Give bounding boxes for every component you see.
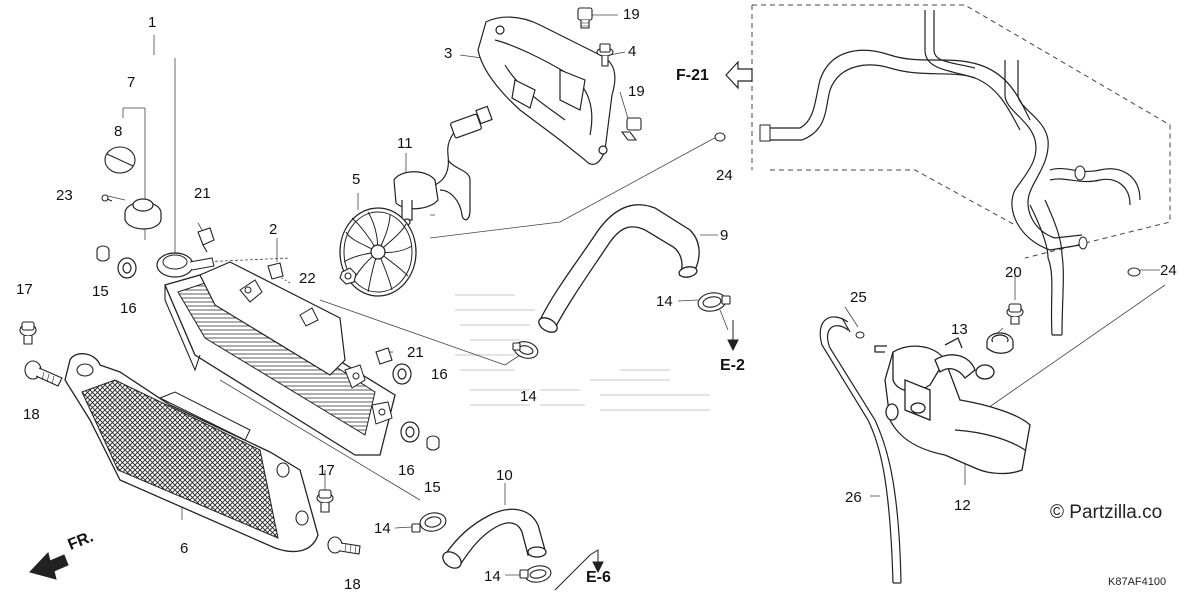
faint-background-watermark	[455, 294, 710, 411]
bolt-19-lower	[620, 117, 642, 141]
callout-6: 6	[180, 540, 189, 557]
grommet-15-upper	[96, 245, 110, 262]
clip-21-top	[197, 227, 215, 253]
grommet-16-upper	[117, 257, 137, 279]
clamp-14-lower-b	[519, 565, 552, 583]
callout-24-upper: 24	[716, 167, 733, 184]
callout-15-upper: 15	[92, 283, 109, 300]
callout-7: 7	[127, 74, 136, 91]
callout-9: 9	[720, 227, 729, 244]
callout-17-bottom: 17	[318, 462, 335, 479]
callout-17-left: 17	[16, 281, 33, 298]
routing-hoses	[762, 10, 1141, 336]
callout-18-bottom: 18	[344, 576, 361, 593]
bolt-19-top	[577, 7, 593, 29]
callout-14-lower-b: 14	[484, 568, 501, 585]
callout-20: 20	[1005, 264, 1022, 281]
callout-12: 12	[954, 497, 971, 514]
grommet-16-lower	[400, 421, 420, 443]
front-arrow-icon	[29, 551, 69, 580]
reserve-tank-part-12	[874, 337, 1031, 475]
bolt-20	[1006, 303, 1024, 325]
clamp-14-mid	[512, 341, 539, 359]
callout-14-lower-a: 14	[374, 520, 391, 537]
bolt-17-bottom	[316, 489, 334, 513]
clamp-14-upper	[697, 292, 731, 312]
clip-21-mid	[375, 347, 393, 365]
callout-8: 8	[114, 123, 123, 140]
fan-part-5	[339, 207, 417, 297]
callout-19-top: 19	[623, 6, 640, 23]
callout-21-mid: 21	[407, 344, 424, 361]
callout-15-lower: 15	[424, 479, 441, 496]
callout-22: 22	[299, 270, 316, 287]
callout-19-lower: 19	[628, 83, 645, 100]
callout-10: 10	[496, 467, 513, 484]
callout-3: 3	[444, 45, 453, 62]
radiator-part-1	[156, 252, 396, 456]
hose-routing-box	[751, 4, 1171, 259]
callout-11: 11	[397, 135, 413, 152]
grommet-15-lower	[426, 435, 440, 451]
callout-23: 23	[56, 187, 73, 204]
lower-hose-part-10	[442, 508, 547, 569]
clip-24-right	[1127, 267, 1141, 277]
ref-e2: E-2	[720, 357, 745, 374]
ref-f21: F-21	[676, 67, 709, 84]
e2-arrow-icon	[727, 320, 739, 352]
callout-25: 25	[850, 289, 867, 306]
callout-16-mid: 16	[431, 366, 448, 383]
callout-1: 1	[148, 14, 157, 31]
diagram-code: K87AF4100	[1108, 576, 1167, 588]
bolt-18-left	[24, 360, 63, 387]
callout-14-mid: 14	[520, 388, 537, 405]
cap-part-8	[104, 146, 136, 174]
callout-16-lower: 16	[398, 462, 415, 479]
bolt-4	[596, 43, 614, 67]
grommet-16-mid	[392, 363, 412, 385]
callout-2: 2	[269, 221, 278, 238]
bolt-18-bottom	[327, 536, 361, 555]
overflow-tube-part-26	[819, 316, 902, 584]
callout-18-left: 18	[23, 406, 40, 423]
ref-e6: E-6	[586, 569, 611, 586]
screw-23	[101, 194, 113, 202]
leader-lines	[107, 14, 1166, 576]
f21-arrow-icon	[725, 60, 753, 90]
fan-shroud-part-3	[477, 16, 616, 165]
callout-21-top: 21	[194, 185, 211, 202]
clip-24-upper	[714, 132, 726, 142]
e6-arrow-icon	[554, 549, 604, 591]
callout-16-upper: 16	[120, 300, 137, 317]
clamp-14-lower-a	[411, 512, 447, 533]
callout-13: 13	[951, 321, 968, 338]
bolt-17-left	[19, 321, 37, 345]
tank-cap-part-13	[986, 332, 1014, 354]
callout-4: 4	[628, 43, 637, 60]
nut-22	[339, 267, 357, 285]
clip-2	[267, 262, 284, 280]
partzilla-watermark: © Partzilla.co	[1050, 502, 1163, 523]
fan-motor-part-11	[393, 105, 493, 226]
upper-hose-part-9	[538, 204, 700, 333]
callout-26: 26	[845, 489, 862, 506]
callout-14-upper: 14	[656, 293, 673, 310]
callout-24-right: 24	[1160, 262, 1177, 279]
radiator-guard-part-6	[64, 353, 319, 553]
clip-25	[855, 331, 865, 339]
callout-5: 5	[352, 171, 361, 188]
cap-radiator	[124, 198, 162, 230]
